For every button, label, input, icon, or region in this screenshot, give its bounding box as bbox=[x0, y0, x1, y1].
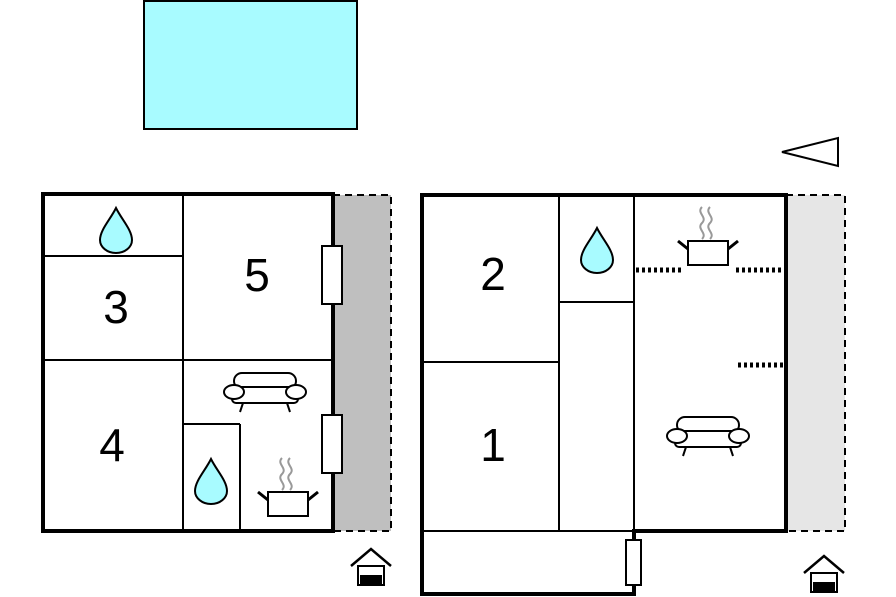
right-door bbox=[625, 539, 642, 586]
left-door-lower bbox=[321, 414, 343, 474]
left-outer-wall bbox=[41, 192, 335, 533]
room-label-5: 5 bbox=[244, 249, 270, 301]
room-label-3: 3 bbox=[103, 281, 129, 333]
room-label-2: 2 bbox=[480, 248, 506, 300]
right-plan: 2 1 bbox=[420, 193, 846, 596]
pool bbox=[143, 0, 358, 130]
room-label-4: 4 bbox=[99, 419, 125, 471]
room-label-1: 1 bbox=[480, 419, 506, 471]
entrance-house-icon bbox=[349, 547, 393, 587]
left-plan: 3 4 5 bbox=[41, 192, 393, 587]
left-door-upper bbox=[321, 245, 343, 305]
right-terrace bbox=[785, 194, 846, 532]
entrance-house-icon bbox=[802, 554, 846, 594]
north-arrow-icon bbox=[781, 136, 839, 168]
